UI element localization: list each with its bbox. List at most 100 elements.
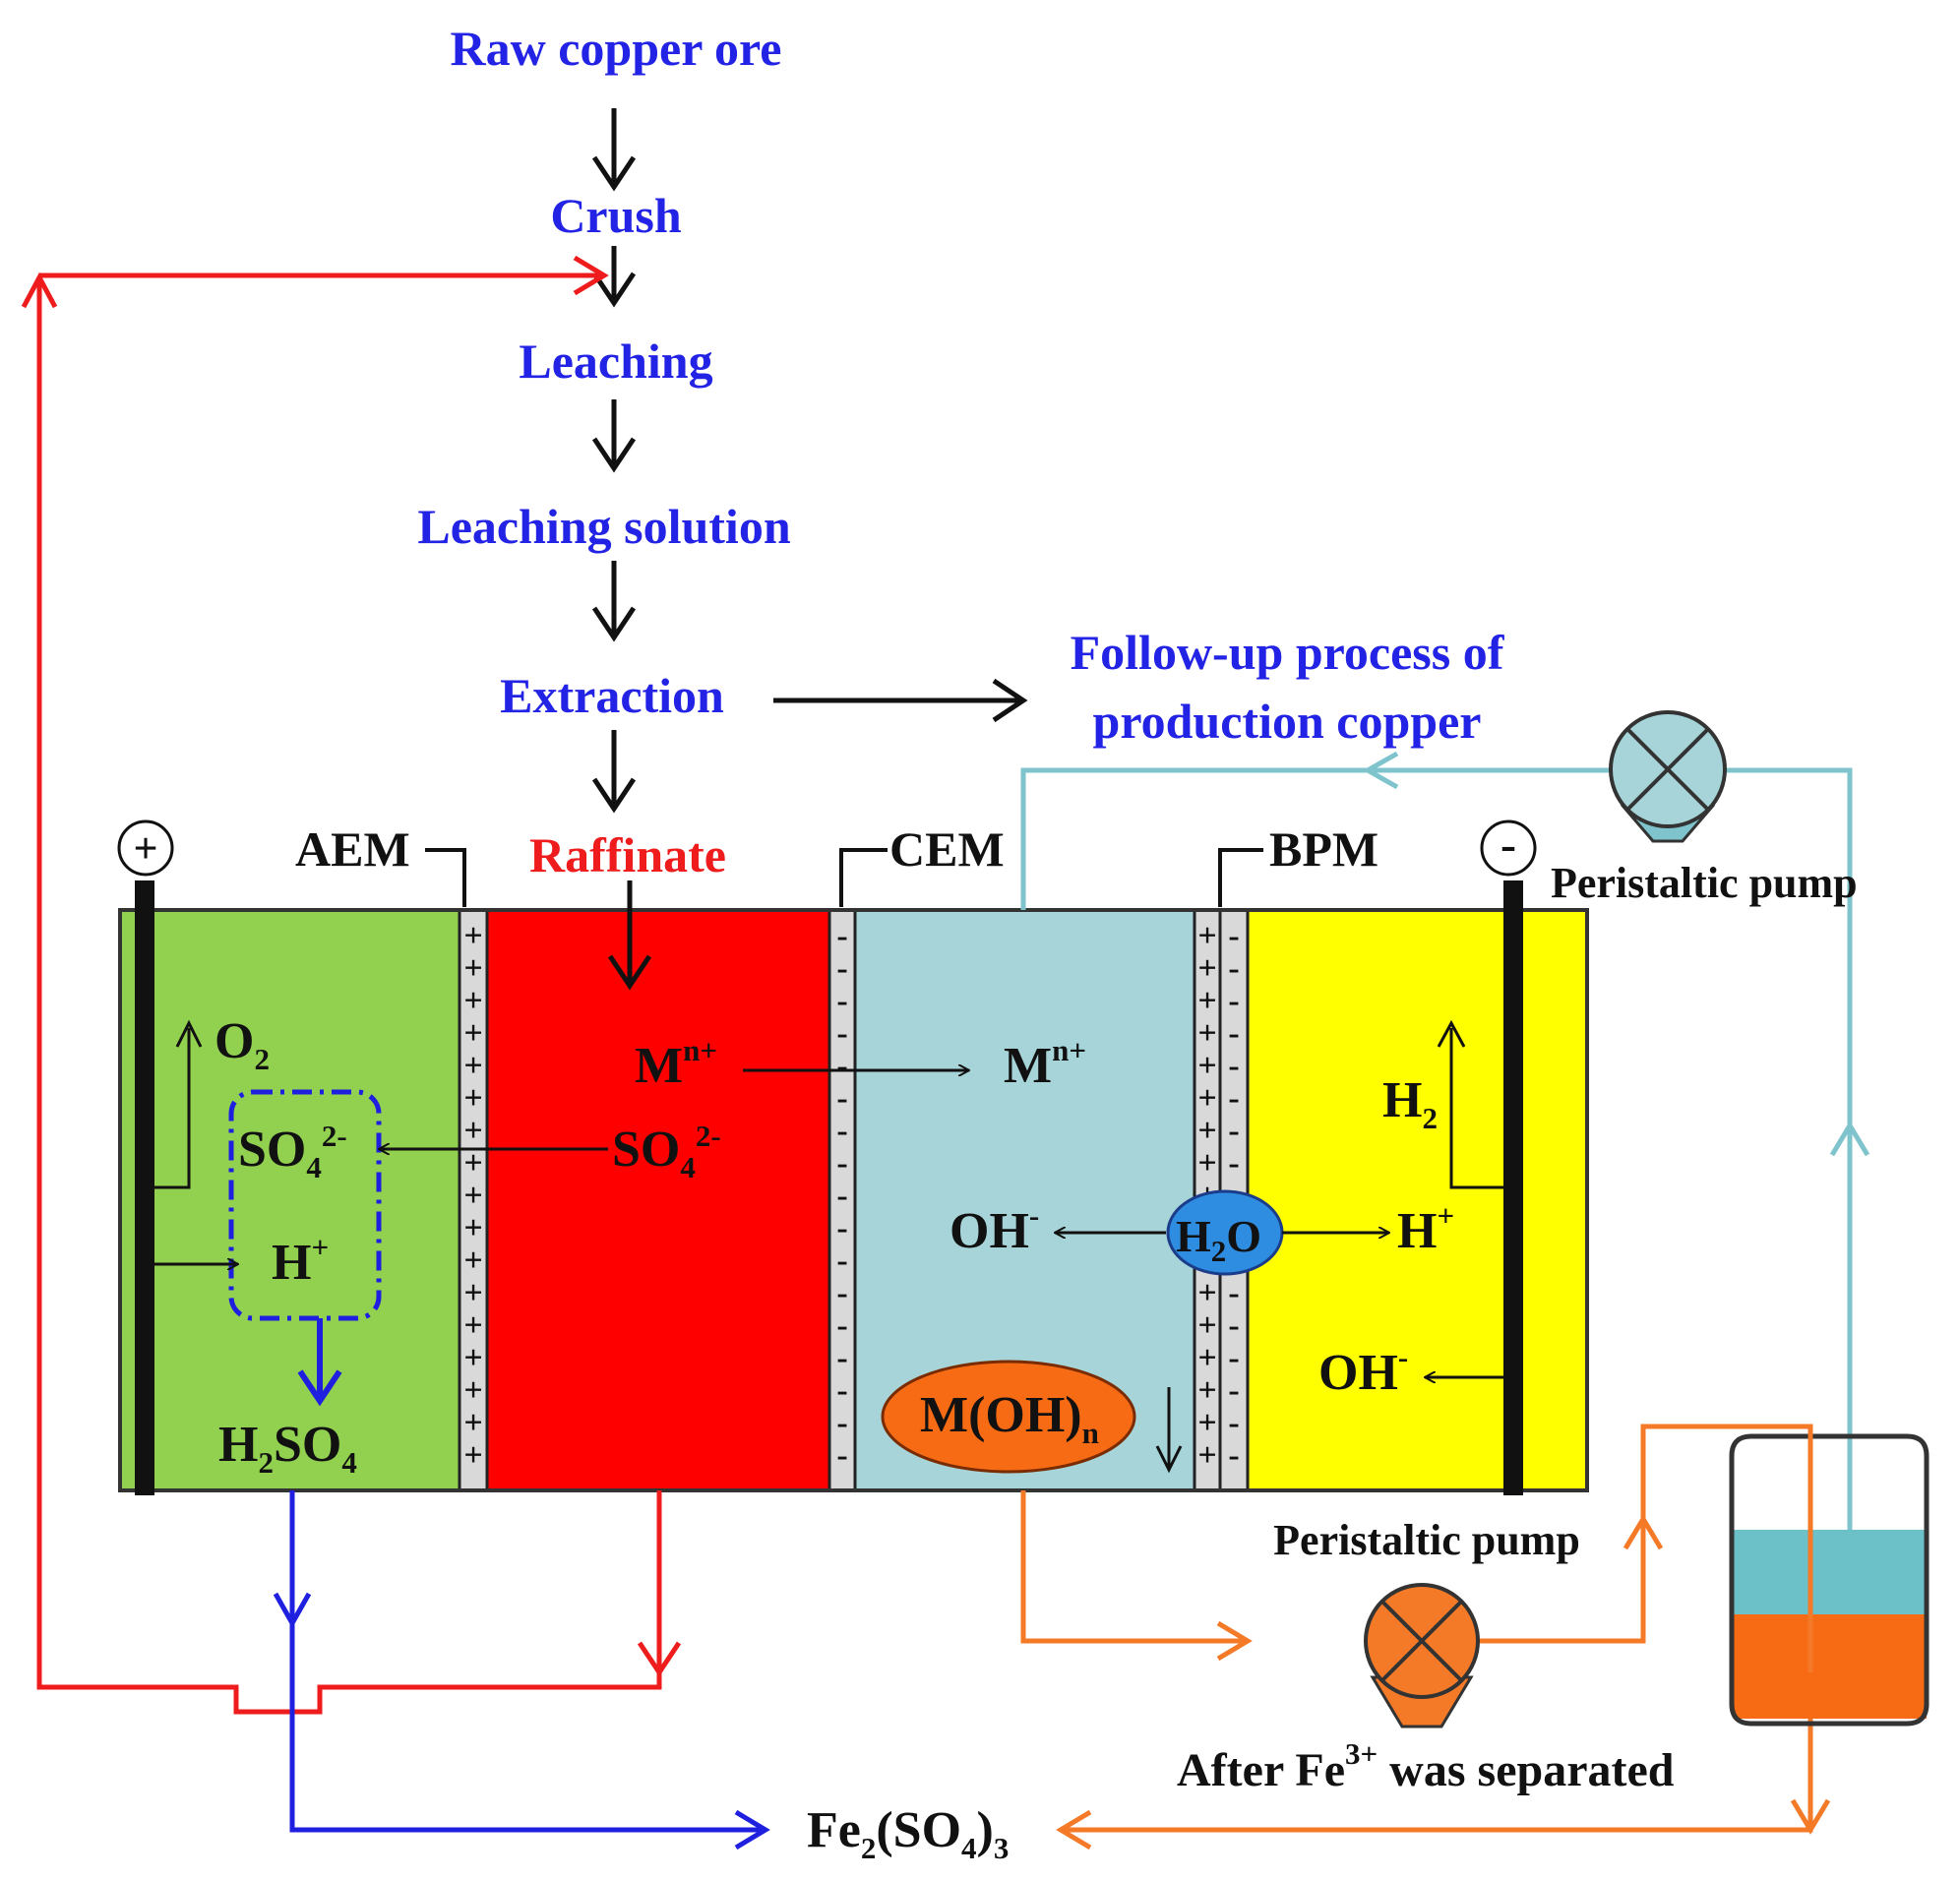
ion-m-red: Mn+ <box>635 1033 717 1094</box>
ion-h2so4: H2SO4 <box>218 1417 357 1480</box>
precipitate-bubble <box>881 1360 1136 1474</box>
acid-down-arrow <box>297 1318 342 1407</box>
cem-minus-mark: - <box>836 1178 847 1214</box>
ion-o2: O2 <box>214 1013 270 1076</box>
cathode-sign: - <box>1501 819 1516 871</box>
h2-arrowhead <box>1437 1019 1466 1048</box>
bpm-minus-mark: - <box>1228 950 1239 987</box>
o2-arrowhead <box>175 1019 203 1048</box>
cem-minus-mark: - <box>836 1372 847 1409</box>
label-bpm: BPM <box>1269 821 1378 877</box>
bpm-plus-mark: + <box>1197 1113 1216 1149</box>
bpm-minus-mark: - <box>1228 1437 1239 1474</box>
cem-minus-mark: - <box>836 1048 847 1084</box>
aem-plus-mark: + <box>463 950 482 987</box>
aem-plus-mark: + <box>463 1275 482 1311</box>
bpm-minus-mark: - <box>1228 1113 1239 1149</box>
aem-plus-mark: + <box>463 1243 482 1279</box>
bpm-plus-mark: + <box>1197 1080 1216 1117</box>
pump-top-label: Peristaltic pump <box>1551 859 1858 907</box>
bpm-minus-mark: - <box>1228 1048 1239 1084</box>
anode-sign: + <box>133 824 157 873</box>
ion-h-yellow: H+ <box>1397 1198 1454 1259</box>
bpm-plus-mark: + <box>1197 950 1216 987</box>
bpm-leader <box>1218 848 1263 907</box>
ion-m-blue: Mn+ <box>1004 1033 1086 1094</box>
step-leaching: Leaching <box>519 334 712 389</box>
bpm-plus-mark: + <box>1197 1307 1216 1344</box>
step-extraction: Extraction <box>500 668 724 723</box>
aem-plus-mark: + <box>463 1210 482 1246</box>
bpm-minus-mark: - <box>1228 1080 1239 1117</box>
ion-h2: H2 <box>1382 1072 1438 1135</box>
cem-minus-mark: - <box>836 1243 847 1279</box>
step-leaching-solution: Leaching solution <box>417 499 790 554</box>
flow-arrows <box>591 108 1028 814</box>
bpm-minus-mark: - <box>1228 1372 1239 1409</box>
tank-liquid-bottom <box>1734 1614 1927 1719</box>
bpm-plus-mark: + <box>1197 983 1216 1019</box>
bpm-plus-mark: + <box>1197 1340 1216 1376</box>
anode-terminal <box>117 819 174 877</box>
aem-plus-mark: + <box>463 983 482 1019</box>
ion-oh-yellow: OH- <box>1318 1340 1408 1401</box>
pump-bottom-label: Peristaltic pump <box>1273 1516 1580 1564</box>
aem-membrane <box>458 908 489 1492</box>
bpm-minus-mark: - <box>1228 983 1239 1019</box>
anode-plate <box>135 880 154 1495</box>
cem-leader <box>839 848 888 907</box>
bpm-plus-mark: + <box>1197 1372 1216 1409</box>
red-recycle-line <box>21 255 682 1715</box>
aem-plus-mark: + <box>463 1080 482 1117</box>
cem-minus-mark: - <box>836 983 847 1019</box>
bpm-plus-mark: + <box>1197 1015 1216 1052</box>
label-cem: CEM <box>889 821 1005 877</box>
aem-plus-mark: + <box>463 1437 482 1474</box>
step-followup-line2: production copper <box>1093 694 1482 749</box>
bpm-minus-mark: - <box>1228 1405 1239 1441</box>
feed-chamber <box>487 910 829 1490</box>
bpm-minus-mark: - <box>1228 1015 1239 1052</box>
anode-chamber <box>120 910 459 1490</box>
step-raw-copper-ore: Raw copper ore <box>451 21 782 76</box>
pump-top-icon <box>1609 710 1727 843</box>
label-raffinate: Raffinate <box>529 827 726 882</box>
ion-moh: M(OH)n <box>920 1387 1099 1450</box>
cem-minus-mark: - <box>836 1113 847 1149</box>
step-followup-line1: Follow-up process of <box>1071 625 1505 680</box>
o2-path <box>154 1028 191 1189</box>
bpm-plus-mark: + <box>1197 1405 1216 1441</box>
raffinate-inlet-arrow <box>607 880 652 991</box>
bpm-minus-mark: - <box>1228 918 1239 954</box>
aem-plus-mark: + <box>463 1307 482 1344</box>
cell-frame <box>118 908 1589 1492</box>
ion-h-left: H+ <box>272 1230 329 1291</box>
cathode-chamber <box>1248 910 1587 1490</box>
aem-plus-mark: + <box>463 1113 482 1149</box>
bpm-minus-mark: - <box>1228 1145 1239 1182</box>
cem-minus-mark: - <box>836 1145 847 1182</box>
label-aem: AEM <box>295 821 410 877</box>
cem-minus-mark: - <box>836 1015 847 1052</box>
cem-minus-mark: - <box>836 1340 847 1376</box>
bpm-plus-mark: + <box>1197 1275 1216 1311</box>
ion-h2o: H2O <box>1176 1211 1261 1268</box>
aem-plus-mark: + <box>463 1405 482 1441</box>
blue-acid-line <box>273 1490 770 1850</box>
aem-plus-mark: + <box>463 1015 482 1052</box>
bpm-plus-mark: + <box>1197 1145 1216 1182</box>
cem-minus-mark: - <box>836 1307 847 1344</box>
label-after-fe-separated: After Fe3+ was separated <box>1177 1736 1675 1796</box>
cem-minus-mark: - <box>836 1080 847 1117</box>
cem-minus-mark: - <box>836 1275 847 1311</box>
bpm-plus-mark: + <box>1197 1048 1216 1084</box>
product-fe2so43: Fe2(SO4)3 <box>807 1802 1009 1865</box>
orange-precipitate-line <box>1020 1424 1831 1850</box>
bpm-minus-mark: - <box>1228 1340 1239 1376</box>
cem-minus-mark: - <box>836 1210 847 1246</box>
aem-plus-mark: + <box>463 1178 482 1214</box>
cathode-plate <box>1503 880 1523 1495</box>
ion-so4-left: SO42- <box>238 1119 347 1184</box>
